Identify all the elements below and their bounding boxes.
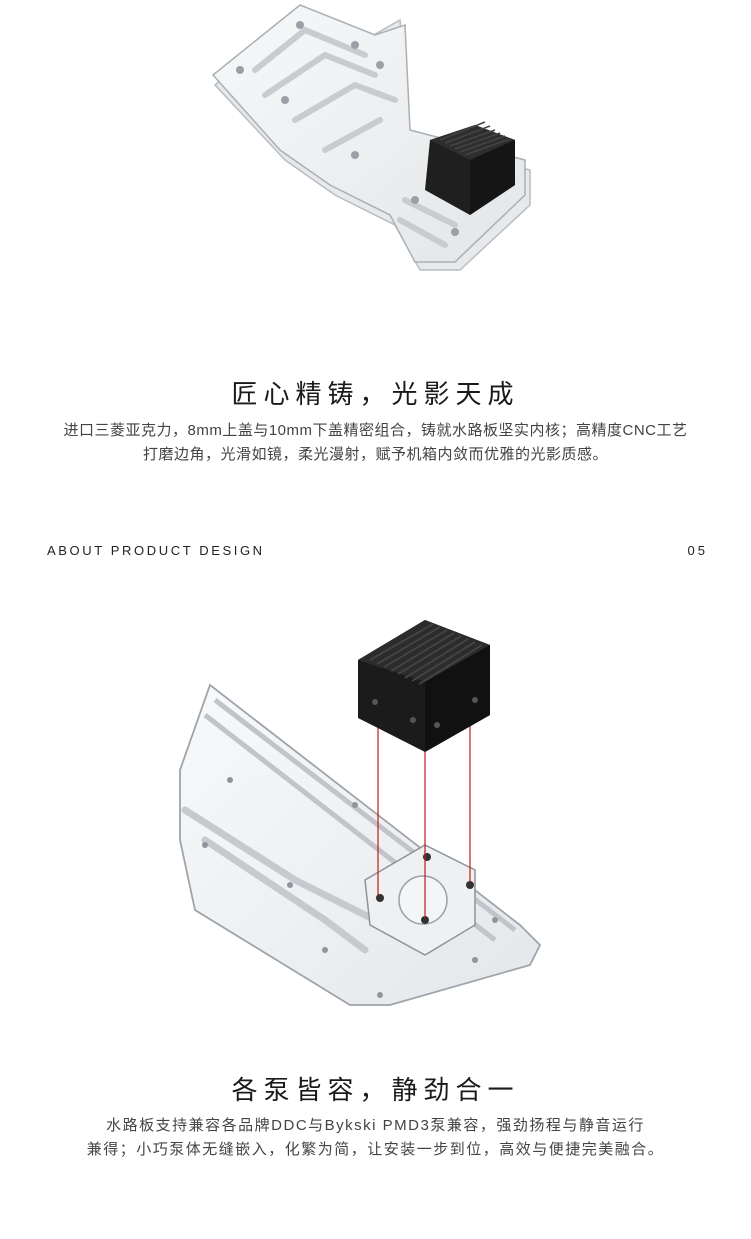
- section1-desc-line2: 打磨边角，光滑如镜，柔光漫射，赋予机箱内敛而优雅的光影质感。: [142, 446, 608, 463]
- section2-desc-line1: 水路板支持兼容各品牌DDC与Bykski PMD3泵兼容，强劲扬程与静音运行: [106, 1117, 645, 1134]
- section1-desc-line1: 进口三菱亚克力，8mm上盖与10mm下盖精密组合，铸就水路板坚实内核；高精度CN…: [63, 422, 688, 439]
- section1-description: 进口三菱亚克力，8mm上盖与10mm下盖精密组合，铸就水路板坚实内核；高精度CN…: [30, 419, 721, 467]
- page-number: 05: [687, 543, 708, 558]
- distro-plate-top-image: [211, 4, 531, 271]
- section2-desc-line2: 兼得；小巧泵体无缝嵌入，化繁为简，让安装一步到位，高效与便捷完美融合。: [86, 1141, 665, 1158]
- section2-heading: 各泵皆容，静劲合一: [231, 1075, 520, 1105]
- pump-install-image: [179, 620, 542, 1006]
- about-product-design-label: ABOUT PRODUCT DESIGN: [47, 543, 265, 558]
- alignment-lines: [377, 710, 471, 918]
- pump-icon: [425, 121, 515, 215]
- section2-description: 水路板支持兼容各品牌DDC与Bykski PMD3泵兼容，强劲扬程与静音运行 兼…: [30, 1114, 721, 1162]
- pump-unit-icon: [358, 620, 490, 752]
- section1-heading: 匠心精铸，光影天成: [231, 379, 520, 409]
